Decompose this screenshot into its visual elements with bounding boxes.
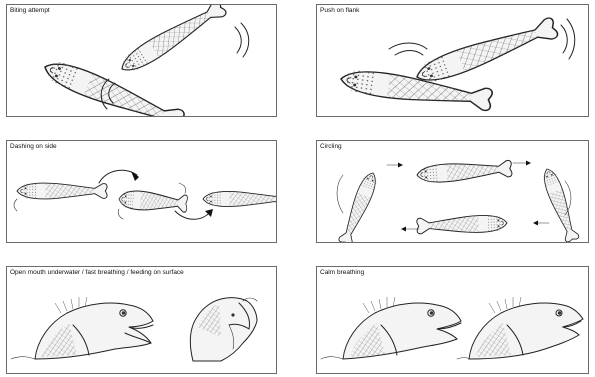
head-left — [11, 297, 153, 359]
panel-push-on-flank: Push on flank — [316, 4, 589, 117]
fish-right — [540, 166, 580, 242]
biting-attempt-illustration — [7, 5, 277, 117]
fish-lower — [40, 56, 185, 117]
arrow-head-top — [131, 171, 139, 181]
arrow-head-top-right — [526, 161, 531, 166]
panel-open-mouth-underwater: Open mouth underwater / fast breathing /… — [6, 266, 277, 374]
arrow-curve-bottom — [175, 211, 211, 219]
panel-dashing-on-side: Dashing on side — [6, 140, 277, 243]
motion-lines-top — [389, 43, 427, 55]
arrow-head-bottom-left — [401, 227, 406, 232]
arrow-head-top-left — [398, 163, 403, 168]
arrow-curve-top — [99, 170, 137, 183]
open-mouth-illustration — [7, 267, 277, 374]
fish-left — [17, 183, 107, 199]
arrow-head-bottom-right — [533, 221, 538, 226]
dashing-on-side-illustration — [7, 141, 277, 243]
fish-upper — [117, 5, 228, 77]
fish-bottom — [417, 214, 508, 234]
panel-biting-attempt: Biting attempt — [6, 4, 277, 117]
motion-lines-right — [235, 23, 249, 57]
head-right — [190, 298, 257, 361]
fish-left — [338, 170, 381, 243]
fish-middle — [118, 190, 187, 214]
fish-top — [416, 159, 512, 184]
fish-lower — [339, 67, 493, 112]
calm-breathing-illustration — [317, 267, 589, 374]
fish-right — [203, 191, 277, 206]
panel-calm-breathing: Calm breathing — [316, 266, 589, 374]
head-left — [321, 297, 461, 359]
panel-circling: Circling — [316, 140, 589, 243]
fish-upper — [413, 16, 559, 88]
push-on-flank-illustration — [317, 5, 589, 117]
circling-illustration — [317, 141, 589, 243]
head-right — [457, 297, 583, 359]
motion-lines-right — [561, 19, 575, 59]
